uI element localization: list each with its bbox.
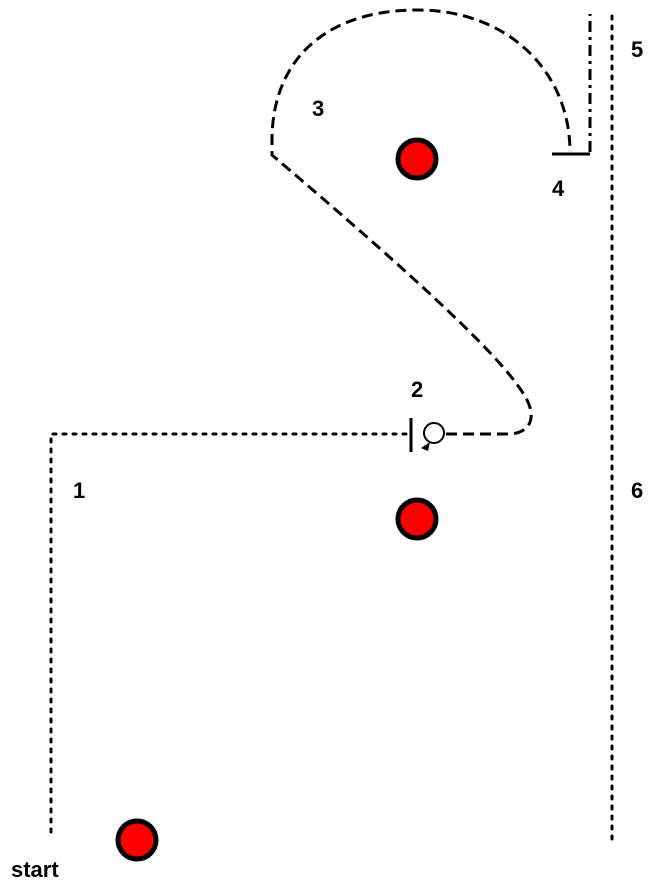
label-4: 4: [552, 176, 565, 201]
turn-loop-icon: [421, 422, 445, 451]
label-start: start: [11, 857, 59, 882]
obstacle-start: [115, 818, 159, 862]
dotted-path-start-to-2: [49, 432, 410, 834]
label-6: 6: [631, 478, 643, 503]
label-5: 5: [631, 37, 643, 62]
dashed-path-2-to-4: [270, 8, 572, 436]
label-3: 3: [312, 96, 324, 121]
obstacle-middle: [395, 497, 439, 541]
obstacle-top: [395, 137, 439, 181]
label-2: 2: [411, 377, 423, 402]
label-1: 1: [73, 478, 85, 503]
